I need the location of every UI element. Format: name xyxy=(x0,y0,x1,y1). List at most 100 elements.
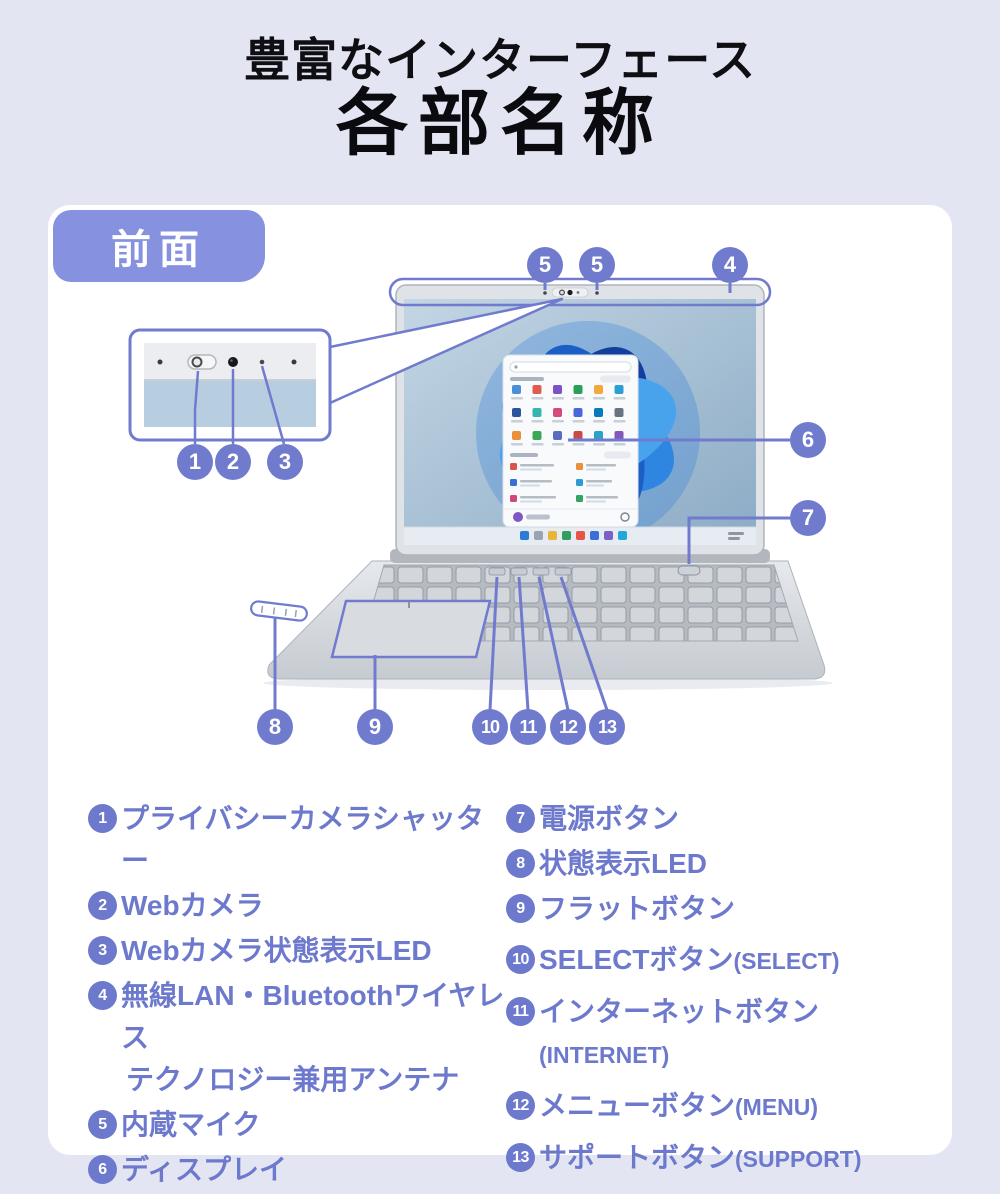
legend-suffix-12: (MENU) xyxy=(735,1094,819,1120)
legend-suffix-13: (SUPPORT) xyxy=(735,1146,862,1172)
front-view-card: 前面 xyxy=(48,205,952,1185)
legend-number-9: 9 xyxy=(506,894,535,923)
callout-13: 13 xyxy=(589,709,625,745)
legend-suffix-11: (INTERNET) xyxy=(539,1042,670,1068)
internet-button xyxy=(510,567,528,576)
legend-number-6: 6 xyxy=(88,1155,117,1184)
callout-5-right: 5 xyxy=(579,247,615,283)
inset-mic-dot-left xyxy=(157,359,163,365)
start-icon xyxy=(520,531,529,540)
leader-line-10 xyxy=(488,576,499,711)
leader-lines xyxy=(273,283,791,711)
webcam-dot xyxy=(567,289,573,296)
leader-line-12 xyxy=(537,576,570,711)
callout-9: 9 xyxy=(357,709,393,745)
power-icon xyxy=(620,512,630,522)
legend-suffix-10: (SELECT) xyxy=(733,948,840,974)
legend-label-6: ディスプレイ xyxy=(121,1154,288,1185)
legend-item-11: 11 インターネットボタン (INTERNET) xyxy=(506,991,946,1076)
legend-number-11: 11 xyxy=(506,997,535,1026)
inset-shutter-knob xyxy=(191,356,203,368)
inset-screen xyxy=(144,381,316,427)
callout-5-left: 5 xyxy=(527,247,563,283)
leader-line-1 xyxy=(193,370,200,444)
legend-label-1: プライバシーカメラシャッター xyxy=(121,803,484,876)
legend-item-10: 10 SELECTボタン(SELECT) xyxy=(506,939,946,982)
legend-item-13: 13 サポートボタン(SUPPORT) xyxy=(506,1137,946,1180)
callout-12: 12 xyxy=(550,709,586,745)
mic-dot-right xyxy=(595,291,599,295)
legend-item-6: 6 ディスプレイ xyxy=(88,1149,508,1191)
legend-item-12: 12 メニューボタン(MENU) xyxy=(506,1085,946,1128)
privacy-shutter-dot xyxy=(559,289,566,296)
legend-item-2: 2 Webカメラ xyxy=(88,885,508,927)
legend-label-13: サポートボタン xyxy=(539,1142,736,1173)
callout-3: 3 xyxy=(267,444,303,480)
power-button xyxy=(677,565,701,576)
search-icon xyxy=(514,365,518,369)
legend-number-5: 5 xyxy=(88,1110,117,1139)
legend-number-10: 10 xyxy=(506,945,535,974)
recommended-items xyxy=(510,463,618,503)
page-title: 豊富なインターフェース xyxy=(244,34,756,86)
camera-cluster xyxy=(543,287,599,298)
legend-label-5: 内蔵マイク xyxy=(121,1109,261,1140)
legend-label-4: 無線LAN・Bluetoothワイヤレス xyxy=(121,980,505,1053)
quick-buttons xyxy=(488,567,572,576)
legend-left-column: 1 プライバシーカメラシャッター 2 Webカメラ 3 Webカメラ状態表示LE… xyxy=(88,798,508,1194)
legend-label-3: Webカメラ状態表示LED xyxy=(121,935,432,966)
legend-label-9: フラットボタン xyxy=(539,893,736,924)
callout-7: 7 xyxy=(790,500,826,536)
laptop xyxy=(250,284,833,690)
legend-item-4: 4 無線LAN・Bluetoothワイヤレス テクノロジー兼用アンテナ xyxy=(88,975,508,1101)
legend-number-7: 7 xyxy=(506,804,535,833)
legend-item-3: 3 Webカメラ状態表示LED xyxy=(88,930,508,972)
laptop-illustration xyxy=(128,277,833,711)
leader-line-7 xyxy=(687,516,791,564)
legend-label-8: 状態表示LED xyxy=(539,848,708,879)
legend-number-12: 12 xyxy=(506,1091,535,1120)
callout-1: 1 xyxy=(177,444,213,480)
status-led-outline xyxy=(250,600,308,622)
legend-label-4-line2: テクノロジー兼用アンテナ xyxy=(126,1064,460,1095)
legend-number-2: 2 xyxy=(88,891,117,920)
webcam-led-dot xyxy=(576,291,580,294)
legend-number-8: 8 xyxy=(506,849,535,878)
legend-label-7: 電源ボタン xyxy=(539,803,680,834)
legend-item-8: 8 状態表示LED xyxy=(506,843,946,885)
legend-label-12: メニューボタン xyxy=(539,1090,736,1121)
callout-10: 10 xyxy=(472,709,508,745)
inset-webcam-led xyxy=(259,359,265,365)
user-avatar xyxy=(513,512,523,522)
legend-label-2: Webカメラ xyxy=(121,890,264,921)
menu-button xyxy=(532,567,550,576)
callout-11: 11 xyxy=(510,709,546,745)
support-button xyxy=(554,567,572,576)
callout-4: 4 xyxy=(712,247,748,283)
legend-number-13: 13 xyxy=(506,1143,535,1172)
legend-item-1: 1 プライバシーカメラシャッター xyxy=(88,798,508,882)
select-button xyxy=(488,567,506,576)
leader-line-11 xyxy=(517,576,530,711)
legend-label-11: インターネットボタン xyxy=(539,996,820,1027)
pinned-app-icons xyxy=(511,385,626,446)
front-badge: 前面 xyxy=(53,210,265,282)
inset-mic-dot-right xyxy=(291,359,297,365)
callout-6: 6 xyxy=(790,422,826,458)
legend-label-10: SELECTボタン xyxy=(539,944,734,975)
header: 豊富なインターフェース 各部名称 xyxy=(0,0,1000,165)
legend-item-7: 7 電源ボタン xyxy=(506,798,946,840)
legend-item-5: 5 内蔵マイク xyxy=(88,1104,508,1146)
page-subtitle: 各部名称 xyxy=(335,84,664,165)
mic-dot-left xyxy=(543,291,547,295)
inset-webcam xyxy=(228,357,238,367)
callout-2: 2 xyxy=(215,444,251,480)
legend-number-1: 1 xyxy=(88,804,117,833)
antenna-outline xyxy=(388,277,772,307)
taskbar xyxy=(404,526,756,545)
legend-right-column: 7 電源ボタン 8 状態表示LED 9 フラットボタン 10 SELECTボタン… xyxy=(506,798,946,1183)
touchpad-outline xyxy=(330,599,492,659)
leader-line-13 xyxy=(559,576,609,711)
legend-number-4: 4 xyxy=(88,981,117,1010)
